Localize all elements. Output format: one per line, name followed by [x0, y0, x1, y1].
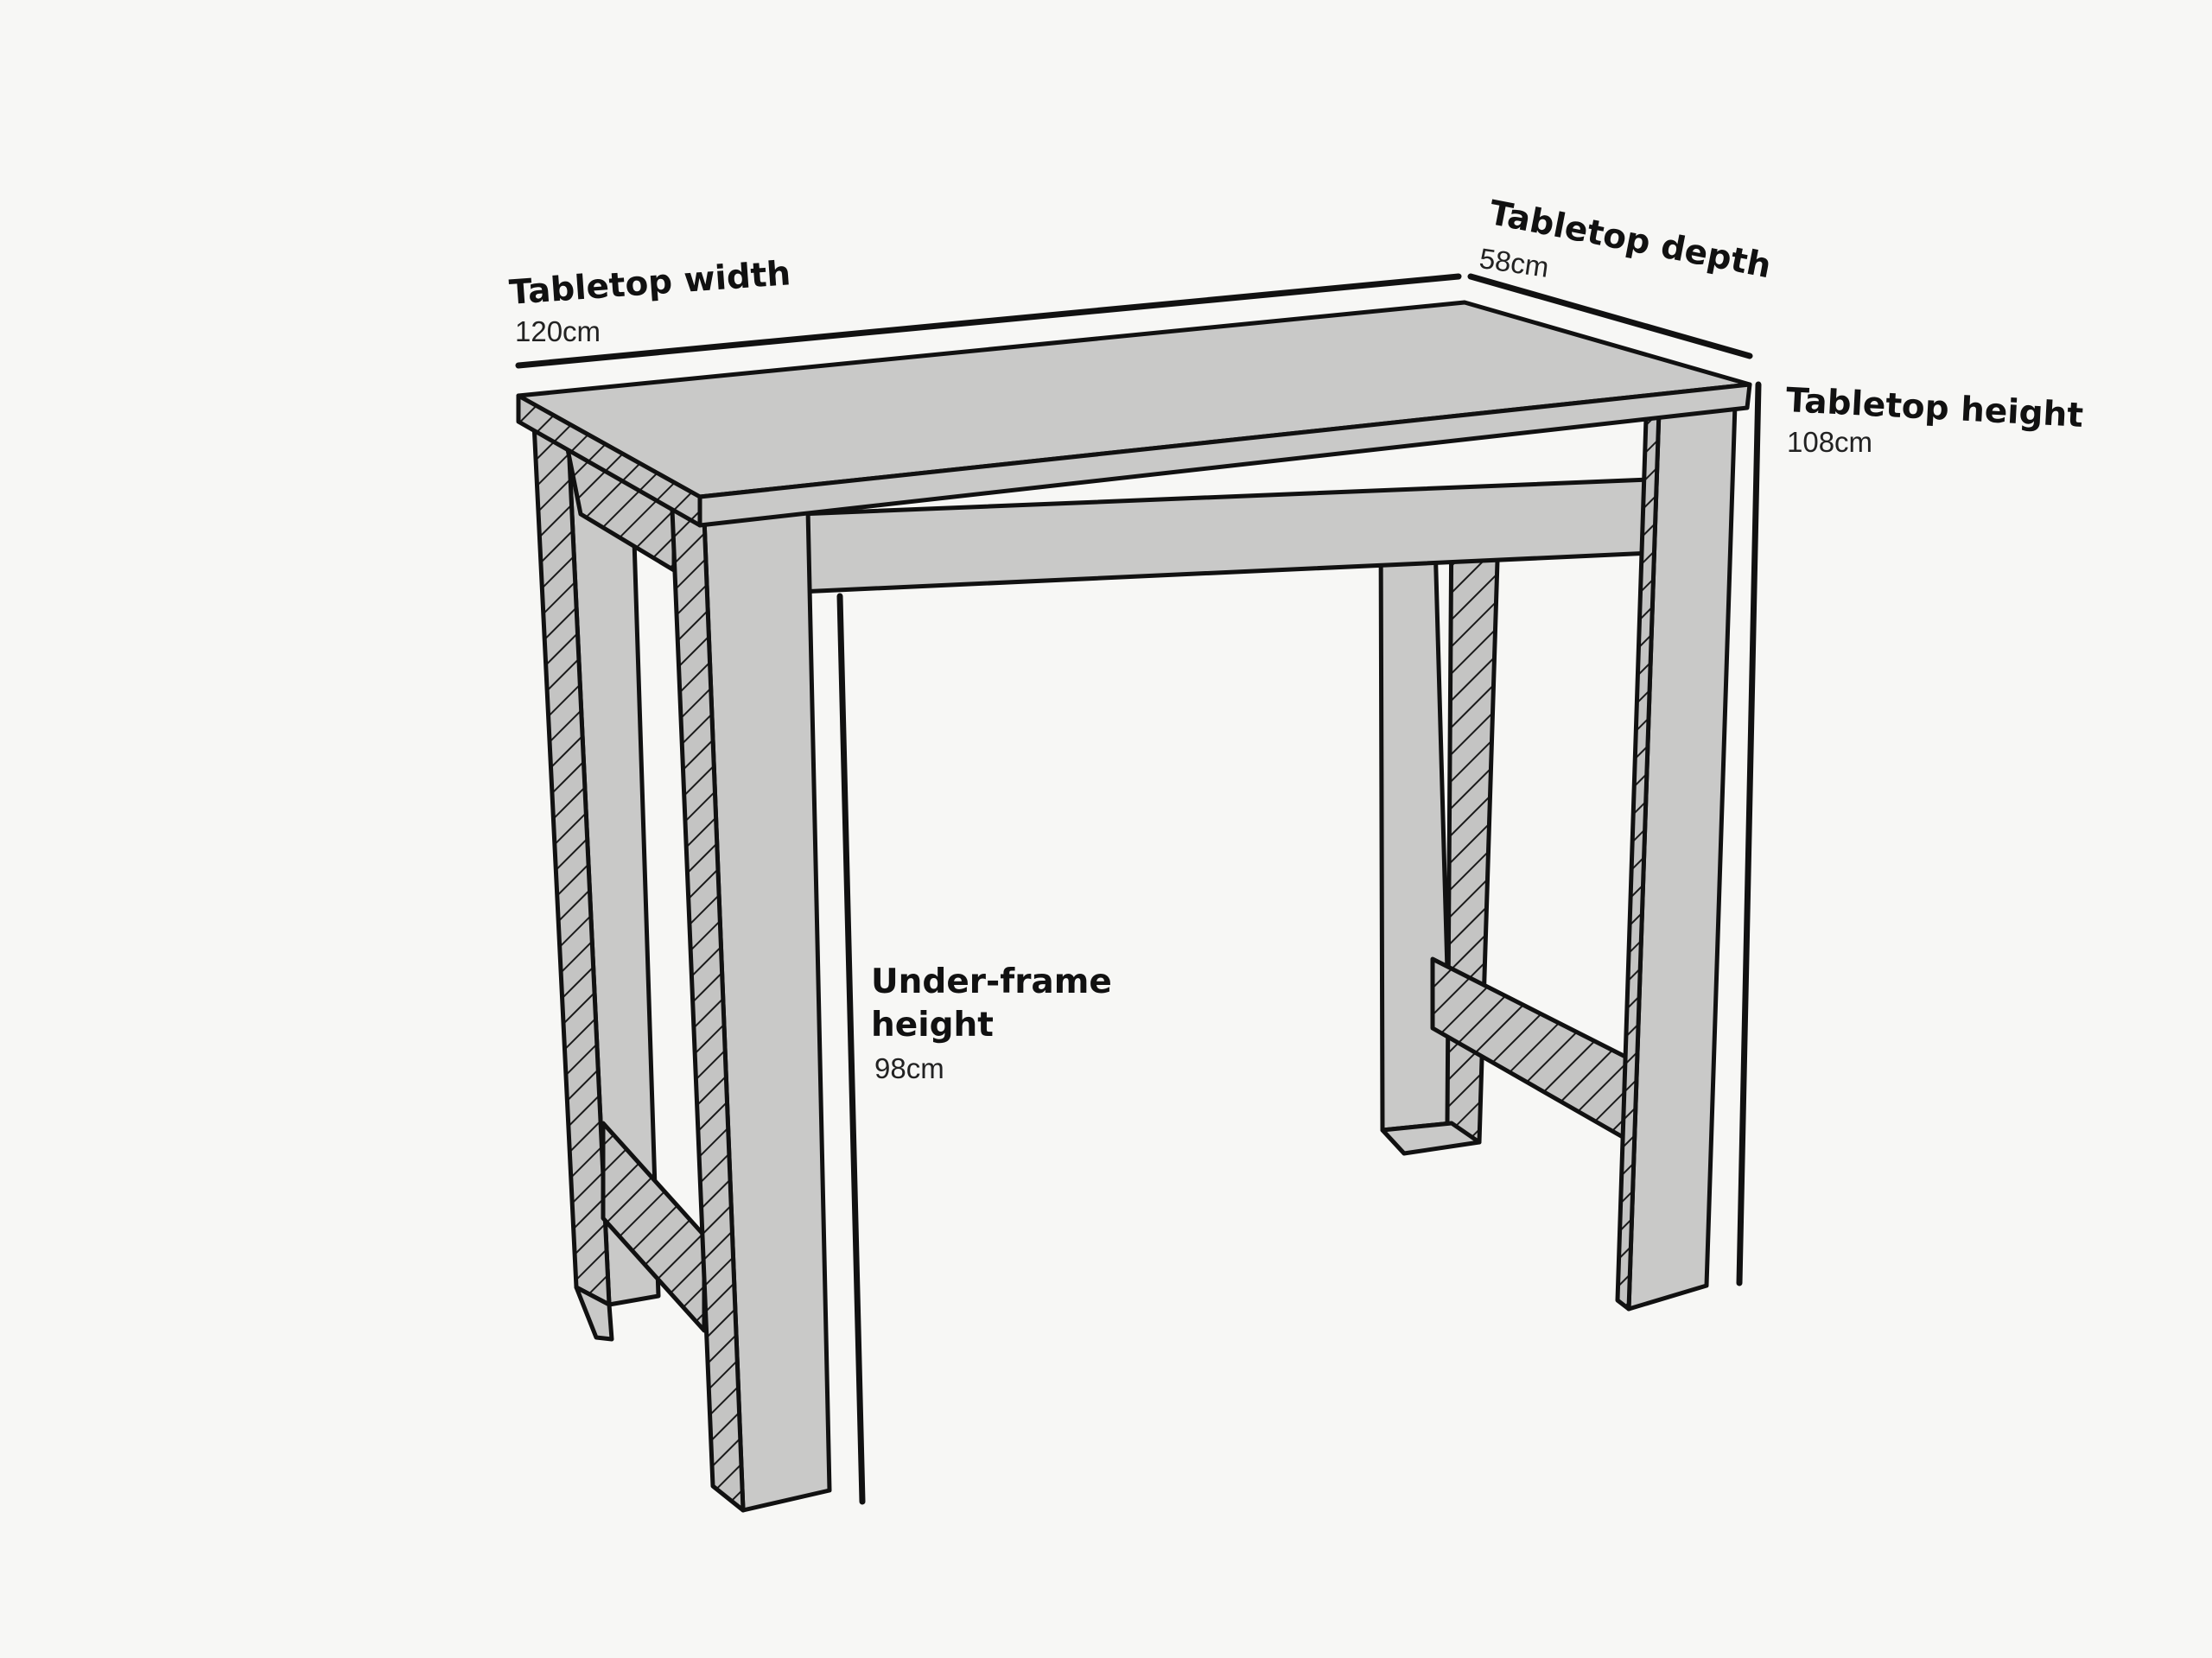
tabletop-left-edge — [516, 393, 702, 528]
tabletop-height-value: 108cm — [1787, 426, 1873, 458]
height-dimension-line — [1736, 381, 1762, 1286]
back-right-leg-face — [1378, 509, 1454, 1133]
back-right-leg-bottom — [1380, 1121, 1482, 1156]
underframe-height-value: 98cm — [874, 1052, 944, 1084]
tabletop-width-value: 120cm — [515, 315, 601, 347]
left-stretcher — [601, 1121, 707, 1333]
underframe-dimension-line — [836, 593, 866, 1505]
depth-dimension-line — [1467, 273, 1753, 359]
underframe-height-label-line2: height — [871, 1006, 994, 1045]
back-left-leg-bottom — [574, 1285, 614, 1342]
width-dimension-line — [515, 273, 1462, 369]
underframe-height-label-line1: Under-frame — [871, 962, 1112, 1001]
